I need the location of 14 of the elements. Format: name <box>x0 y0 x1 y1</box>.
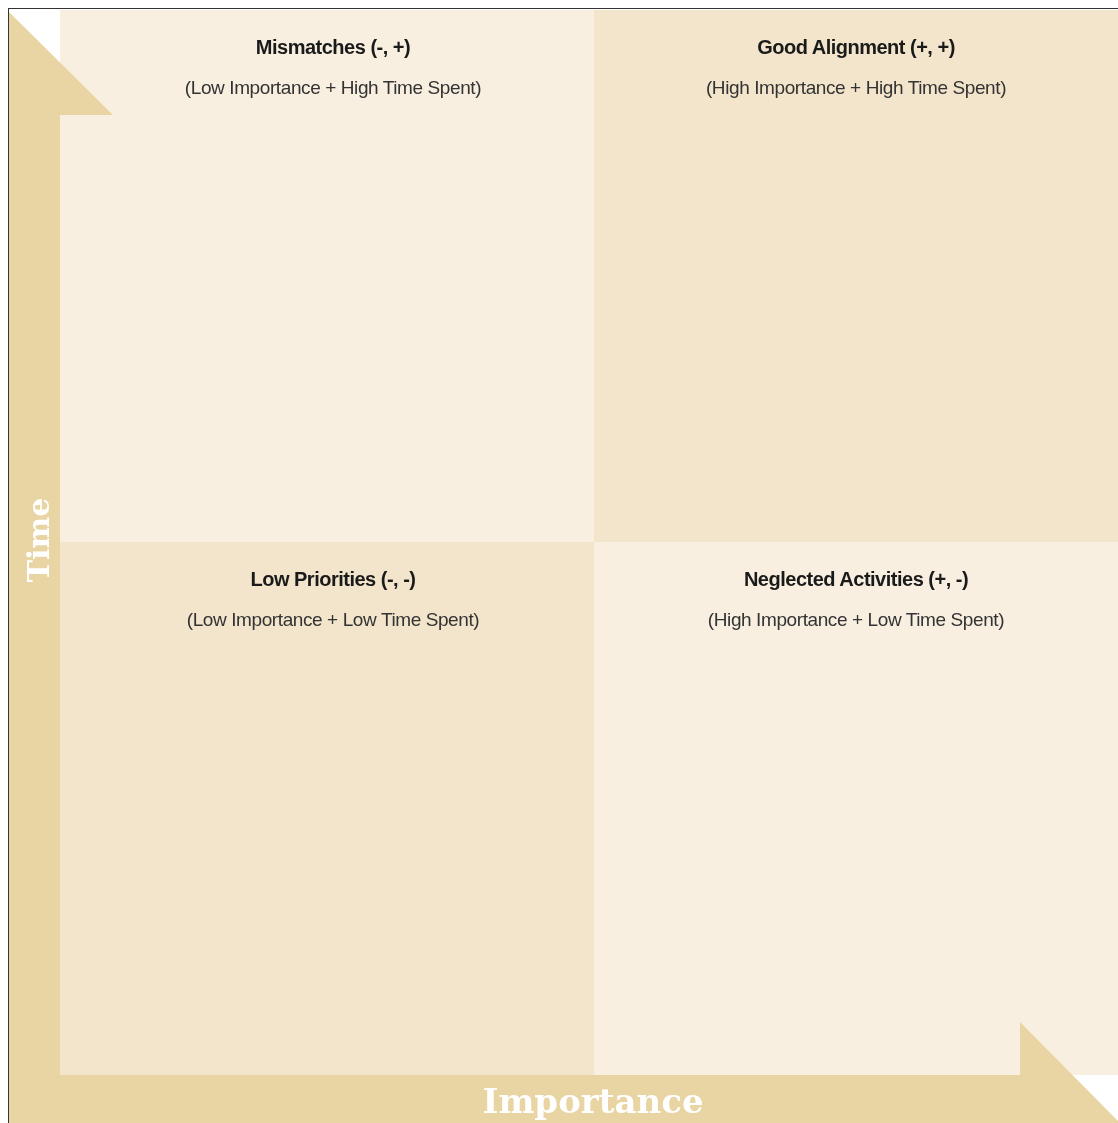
axis-label: Importance <box>482 1081 704 1121</box>
quadrant-description: (High Importance + High Time Spent) <box>705 77 1007 99</box>
quadrant-heading: Mismatches (-, +) <box>255 36 411 59</box>
quadrant-panel <box>594 542 1118 1075</box>
axis-label: Time <box>20 497 56 583</box>
quadrant-panel <box>60 10 594 542</box>
quadrant-description: (Low Importance + High Time Spent) <box>184 77 482 99</box>
quadrant-description: (High Importance + Low Time Spent) <box>707 609 1005 631</box>
quadrant-heading: Low Priorities (-, -) <box>250 568 416 591</box>
quadrant-heading: Good Alignment (+, +) <box>757 36 955 59</box>
quadrant-description: (Low Importance + Low Time Spent) <box>186 609 480 631</box>
quadrant-panel <box>60 542 594 1075</box>
quadrant-heading: Neglected Activities (+, -) <box>743 568 969 591</box>
quadrant-panel <box>594 10 1118 542</box>
